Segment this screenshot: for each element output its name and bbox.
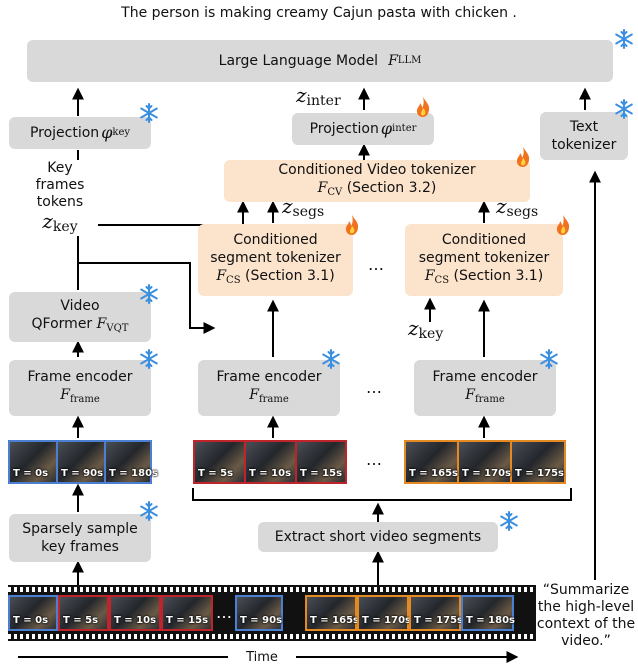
- seg1-thumb: T = 5s: [195, 442, 246, 482]
- film-thumb: T = 5s: [58, 595, 109, 631]
- film-thumb: T = 10s: [109, 595, 161, 631]
- projection-inter-sub: inter: [392, 123, 417, 134]
- qformer-line2: QFormer: [31, 315, 93, 332]
- ellipsis-thumbnails: …: [366, 450, 384, 469]
- film-thumb: T = 180s: [461, 595, 515, 631]
- fire-icon: [516, 147, 530, 167]
- seg1-thumb: T = 15s: [297, 442, 345, 482]
- z-inter-label: zinter: [296, 83, 341, 109]
- output-caption: The person is making creamy Cajun pasta …: [121, 5, 517, 21]
- projection-key-label: Projection: [29, 125, 100, 141]
- sparse-sample-box: Sparsely sample key frames: [9, 514, 151, 562]
- time-label: Time: [246, 650, 278, 665]
- key-frames-tokens-label: Key frames tokens zkey: [22, 160, 98, 236]
- frame-encoder-box-n: Frame encoder Fframe: [414, 360, 556, 416]
- video-qformer-box: Video QFormer FVQT: [9, 292, 151, 342]
- cvt-symbol: F: [317, 179, 328, 196]
- snowflake-icon: [140, 501, 158, 521]
- segment-tokenizer-n-line1: Conditioned: [441, 231, 527, 248]
- segn-thumb: T = 170s: [459, 442, 512, 482]
- snowflake-icon: [540, 349, 558, 369]
- qformer-line1: Video: [60, 297, 100, 314]
- segment-tokenizer-n-line2: segment tokenizer: [418, 249, 550, 266]
- snowflake-icon: [322, 349, 340, 369]
- cvt-sub: CV: [327, 186, 343, 198]
- ellipsis-tokenizers: …: [368, 255, 386, 274]
- film-thumb: T = 175s: [409, 595, 463, 631]
- snowflake-icon: [140, 349, 158, 369]
- segment-n-thumbnails: T = 165s T = 170s T = 175s: [404, 440, 566, 484]
- snowflake-icon: [140, 284, 158, 304]
- snowflake-icon: [615, 99, 633, 119]
- projection-key-sub: key: [112, 127, 131, 138]
- qformer-symbol: F: [96, 315, 107, 332]
- ellipsis-encoders: …: [366, 378, 384, 397]
- segment-1-thumbnails: T = 5s T = 10s T = 15s: [193, 440, 347, 484]
- snowflake-icon: [140, 103, 158, 123]
- extract-segments-box: Extract short video segments: [258, 522, 498, 552]
- film-thumb: T = 15s: [161, 595, 213, 631]
- projection-inter-symbol: φ: [380, 119, 393, 138]
- llm-sub: LLM: [397, 55, 422, 66]
- seg1-thumb: T = 10s: [246, 442, 297, 482]
- frame-encoder-box-1: Frame encoder Fframe: [198, 360, 340, 416]
- qformer-sub: VQT: [106, 322, 129, 334]
- segment-tokenizer-box-1: Conditioned segment tokenizer FCS (Secti…: [198, 224, 353, 296]
- query-text: “Summarize the high-level context of the…: [536, 582, 636, 649]
- film-dots: …: [216, 603, 232, 622]
- text-tokenizer-box: Text tokenizer: [540, 112, 628, 160]
- frame-encoder-box-key: Frame encoder Fframe: [9, 360, 151, 416]
- segment-tokenizer-1-line1: Conditioned: [233, 231, 318, 248]
- film-thumb: T = 165s: [305, 595, 359, 631]
- llm-label: Large Language Model: [218, 53, 379, 69]
- segment-tokenizer-1-line2: segment tokenizer: [210, 249, 341, 266]
- key-thumb: T = 0s: [10, 442, 58, 482]
- projection-key-symbol: φ: [101, 123, 113, 142]
- text-tokenizer-line1: Text: [569, 119, 599, 135]
- segn-thumb: T = 165s: [406, 442, 459, 482]
- z-key-label: zkey: [408, 316, 444, 342]
- film-thumb: T = 0s: [8, 595, 58, 631]
- fire-icon: [416, 97, 430, 117]
- conditioned-video-tokenizer-box: Conditioned Video tokenizer FCV (Section…: [224, 160, 530, 202]
- segn-thumb: T = 175s: [512, 442, 564, 482]
- key-frames-thumbnails: T = 0s T = 90s T = 180s: [8, 440, 158, 484]
- fire-icon: [345, 215, 359, 235]
- fire-icon: [556, 215, 570, 235]
- snowflake-icon: [615, 29, 633, 49]
- film-thumb: T = 170s: [357, 595, 411, 631]
- key-thumb: T = 180s: [106, 442, 158, 482]
- z-segs-label-2: zsegs: [496, 194, 539, 220]
- film-thumbnails: T = 0s T = 5s T = 10s T = 15s … T = 90s …: [8, 595, 536, 631]
- z-segs-label-1: zsegs: [282, 194, 325, 220]
- cvt-ref: (Section 3.2): [346, 179, 437, 196]
- llm-symbol: F: [388, 53, 398, 69]
- snowflake-icon: [500, 511, 518, 531]
- projection-inter-label: Projection: [309, 121, 379, 137]
- film-thumb: T = 90s: [235, 595, 283, 631]
- text-tokenizer-line2: tokenizer: [551, 137, 617, 153]
- segment-tokenizer-box-n: Conditioned segment tokenizer FCS (Secti…: [405, 224, 563, 296]
- cvt-title: Conditioned Video tokenizer: [278, 161, 476, 178]
- key-thumb: T = 90s: [58, 442, 106, 482]
